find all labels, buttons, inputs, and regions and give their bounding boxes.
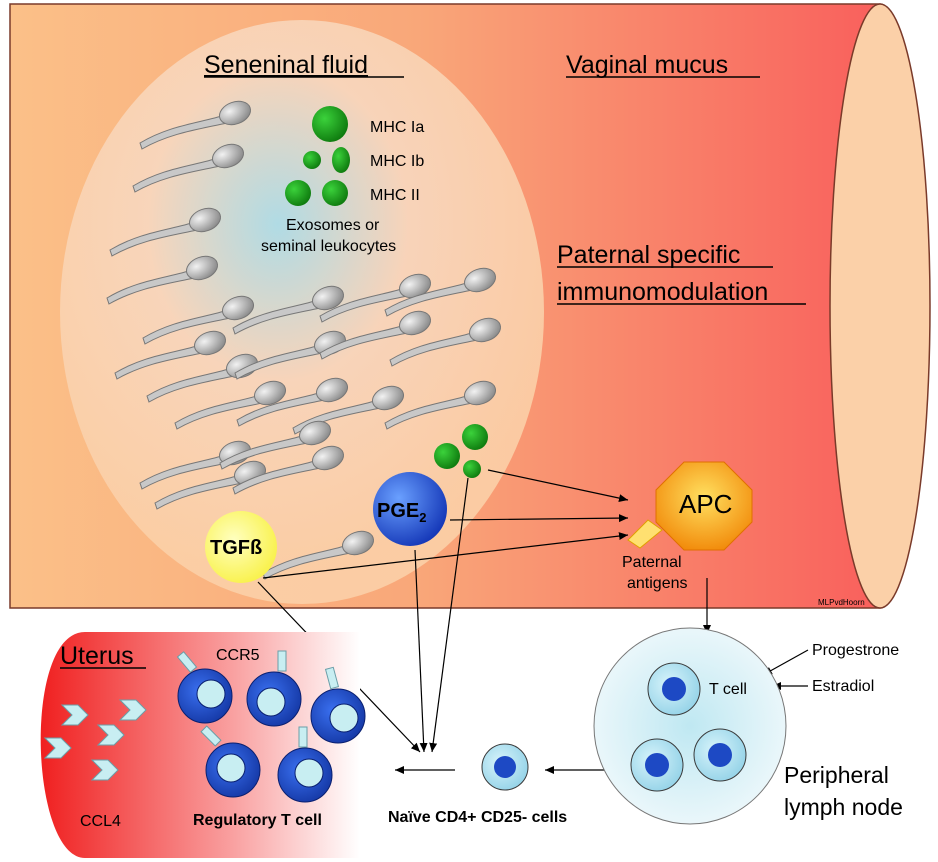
pge2-label: PGE2 xyxy=(377,500,426,525)
mhc-ia-icon xyxy=(312,106,348,142)
exosome-icon-2 xyxy=(434,443,460,469)
estradiol-label: Estradiol xyxy=(812,678,874,695)
pge2-label-sub: 2 xyxy=(419,510,426,525)
exosomes-label-line2: seminal leukocytes xyxy=(261,238,396,255)
mhc-ii-icon-1 xyxy=(285,180,311,206)
vaginal-mucus-heading: Vaginal mucus xyxy=(566,51,728,79)
pge2-label-main: PGE xyxy=(377,500,419,522)
mhc-ia-label: MHC Ia xyxy=(370,119,424,136)
exosome-icon-3 xyxy=(463,460,481,478)
apc-label: APC xyxy=(679,489,732,519)
ccl4-label: CCL4 xyxy=(80,813,121,830)
naive-cell xyxy=(481,743,529,791)
exosome-icon-1 xyxy=(462,424,488,450)
regulatory-t-cells xyxy=(176,650,366,803)
tgf-beta-label: TGFß xyxy=(210,537,262,559)
arrows xyxy=(148,469,809,774)
mhc-molecules xyxy=(285,106,488,478)
t-cell-label: T cell xyxy=(709,681,747,698)
lymph-t-cells xyxy=(630,662,747,792)
seminal-fluid-heading: Seneninal fluid xyxy=(204,51,368,79)
naive-cells-label: Naïve CD4+ CD25- cells xyxy=(388,809,567,826)
paternal-antigens-line1: Paternal xyxy=(622,554,682,571)
apc-cell xyxy=(627,461,753,551)
pge2-icon xyxy=(373,472,447,546)
paternal-antigens-line2: antigens xyxy=(627,575,688,592)
mhc-ib-icon-2 xyxy=(332,147,350,173)
progestrone-label: Progestrone xyxy=(812,642,899,659)
lymph-node-title-line1: Peripheral xyxy=(784,762,889,788)
paternal-heading-line1: Paternal specific xyxy=(557,241,740,269)
ccl4-molecules xyxy=(43,699,147,781)
regulatory-t-cell-label: Regulatory T cell xyxy=(193,812,322,829)
mhc-ib-icon-1 xyxy=(303,151,321,169)
paternal-heading-line2: immunomodulation xyxy=(557,278,768,306)
lymph-node-title-line2: lymph node xyxy=(784,794,903,820)
lymph-node xyxy=(593,627,787,825)
mhc-ii-icon-2 xyxy=(322,180,348,206)
tgf-beta-icon xyxy=(205,511,277,583)
mhc-ib-label: MHC Ib xyxy=(370,153,424,170)
uterus-heading: Uterus xyxy=(60,642,134,670)
credit-label: MLPvdHoorn xyxy=(818,598,865,607)
exosomes-label-line1: Exosomes or xyxy=(286,217,380,234)
ccr5-label: CCR5 xyxy=(216,647,260,664)
mhc-ii-label: MHC II xyxy=(370,187,420,204)
